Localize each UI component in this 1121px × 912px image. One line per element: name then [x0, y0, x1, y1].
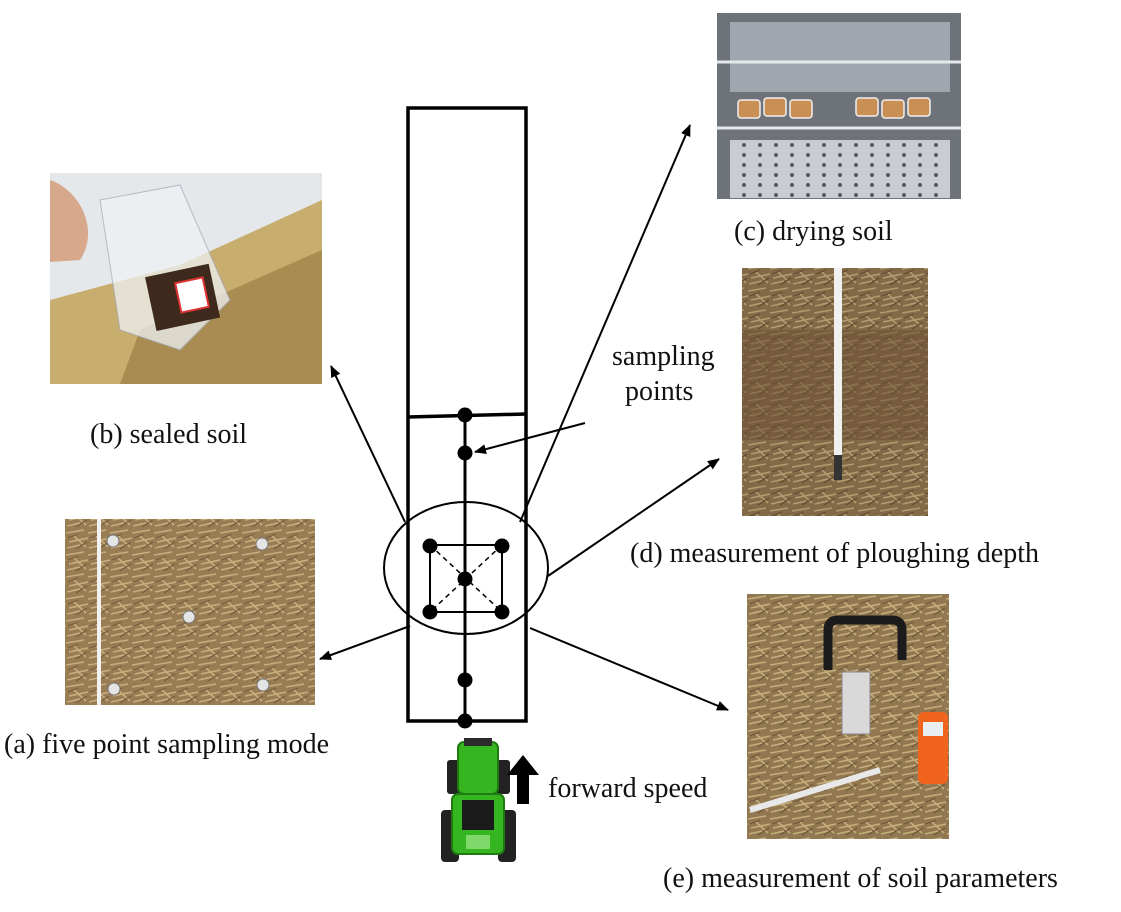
- caption-five-point: (a) five point sampling mode: [4, 729, 329, 760]
- photo-ploughing-depth: [742, 268, 928, 516]
- caption-ploughing-depth: (d) measurement of ploughing depth: [630, 538, 1039, 569]
- caption-soil-parameters: (e) measurement of soil parameters: [663, 863, 1058, 894]
- arrow-to-ploughing-depth: [547, 458, 720, 577]
- sampling-point: [457, 407, 473, 423]
- arrow-to-sealed-soil: [330, 365, 406, 523]
- sampling-point: [457, 445, 473, 461]
- arrow-to-five-point: [319, 625, 411, 660]
- label-forward-speed: forward speed: [548, 773, 707, 804]
- arrows: [319, 124, 729, 711]
- photo-drying-soil: [717, 13, 961, 199]
- sampling-points: [422, 407, 510, 729]
- arrow-to-soil-parameters: [529, 627, 729, 711]
- sampling-point: [494, 604, 510, 620]
- five-point-ellipse: [383, 501, 549, 635]
- photo-soil-parameters: [747, 594, 949, 839]
- label-points: points: [625, 376, 693, 407]
- sampling-point: [457, 672, 473, 688]
- photo-sealed-soil: [50, 173, 322, 384]
- sampling-point: [494, 538, 510, 554]
- photo-five-point-sampling: [65, 519, 315, 705]
- label-sampling: sampling: [612, 341, 715, 372]
- sampling-point: [422, 538, 438, 554]
- five-point-square: [429, 544, 503, 613]
- arrow-to-drying-soil: [519, 124, 691, 523]
- caption-sealed-soil: (b) sealed soil: [90, 419, 247, 450]
- caption-drying-soil: (c) drying soil: [734, 216, 893, 247]
- tractor-icon: [441, 738, 516, 862]
- sampling-point: [457, 571, 473, 587]
- arrow-to-sampling-point: [474, 422, 586, 455]
- forward-arrow-icon: [507, 755, 539, 804]
- sampling-point: [422, 604, 438, 620]
- sampling-point: [457, 713, 473, 729]
